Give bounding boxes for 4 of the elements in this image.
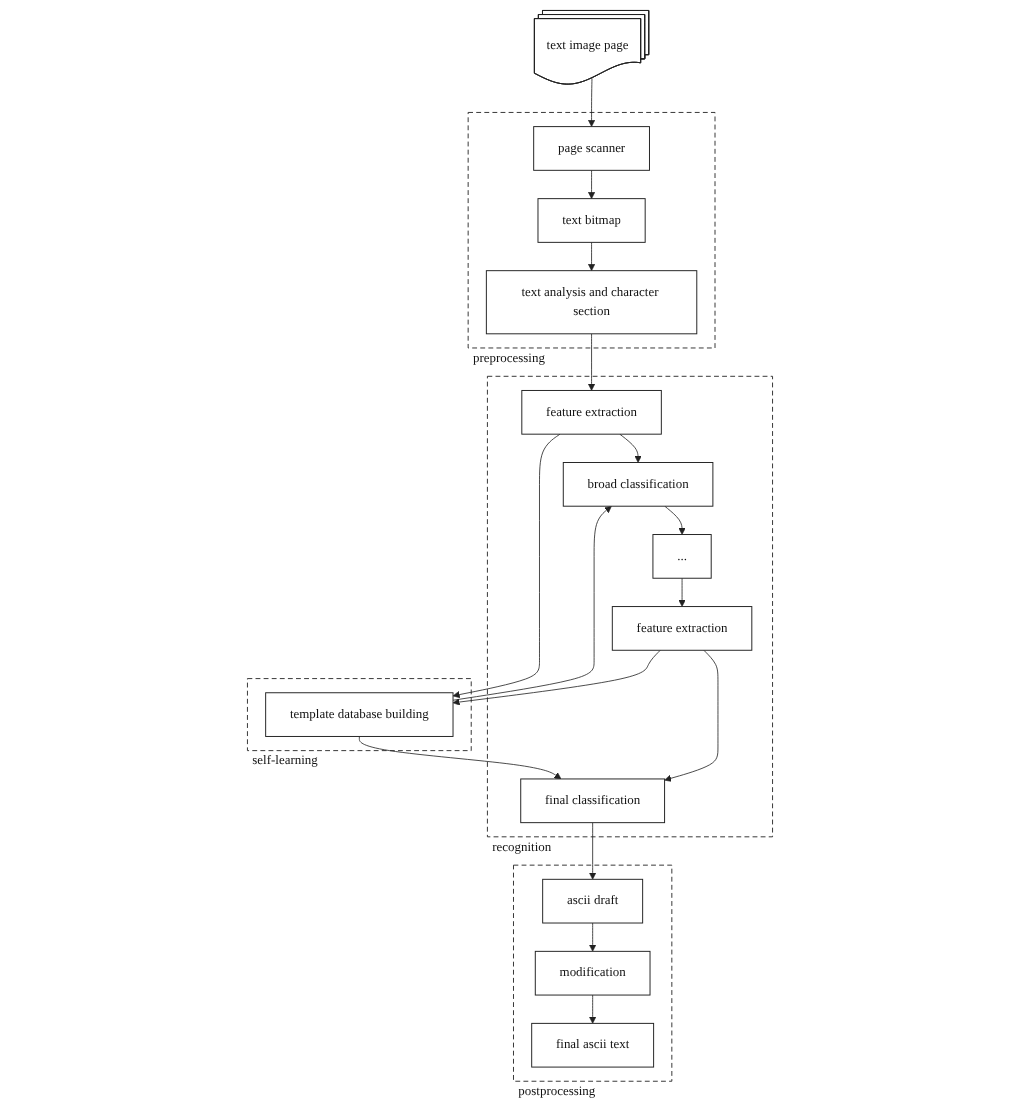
- cluster: [467, 111, 716, 349]
- cluster: [246, 678, 472, 752]
- cluster: [486, 375, 774, 838]
- cluster: [513, 864, 673, 1082]
